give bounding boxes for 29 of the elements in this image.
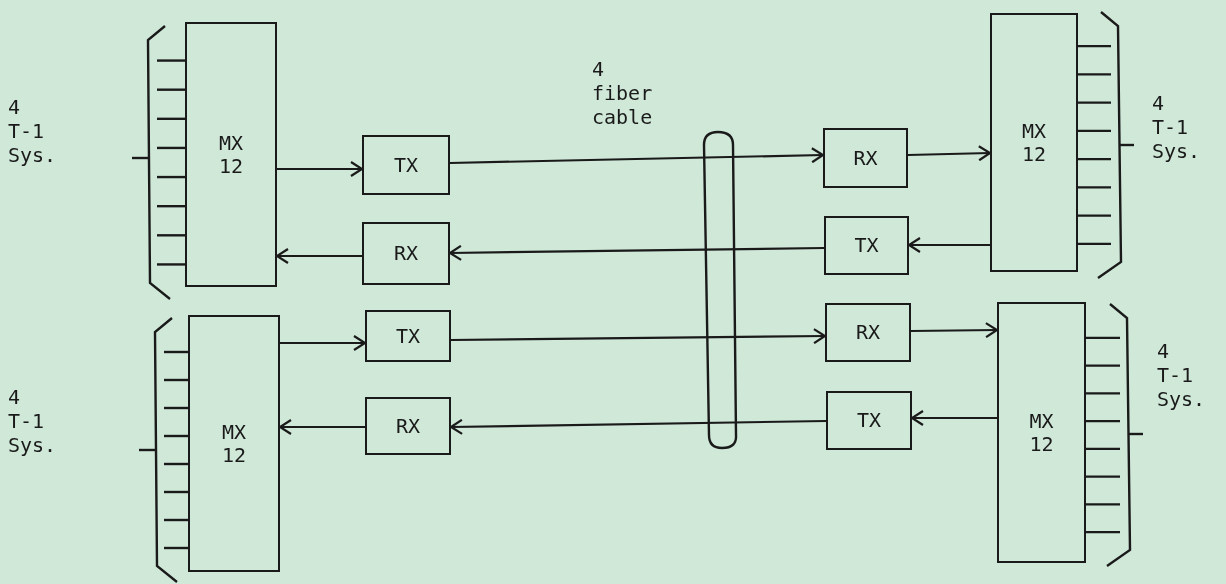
transceiver-box: TX xyxy=(362,135,450,195)
signal-arrow xyxy=(451,328,827,345)
multiplexer-box: MX 12 xyxy=(185,22,277,287)
signal-arrow xyxy=(449,418,826,435)
signal-arrow xyxy=(448,244,824,261)
signal-arrow xyxy=(907,236,990,254)
cable-label: 4 fiber cable xyxy=(592,57,654,129)
transceiver-box: RX xyxy=(825,303,911,362)
signal-arrow xyxy=(275,247,362,265)
signal-arrow xyxy=(280,334,367,352)
system-label: 4 T-1 Sys. xyxy=(8,385,58,457)
signal-arrow xyxy=(278,418,365,436)
system-label: 4 T-1 Sys. xyxy=(1157,339,1207,411)
signal-arrow xyxy=(907,145,992,162)
signal-arrow xyxy=(911,322,999,339)
transceiver-box: TX xyxy=(826,391,912,450)
multiplexer-box: MX 12 xyxy=(188,315,280,572)
multiplexer-box: MX 12 xyxy=(997,302,1086,563)
transceiver-box: RX xyxy=(365,397,451,455)
transceiver-box: RX xyxy=(362,222,450,285)
transceiver-box: TX xyxy=(365,310,451,362)
transceiver-box: RX xyxy=(823,128,908,188)
signal-arrow xyxy=(910,409,997,427)
system-label: 4 T-1 Sys. xyxy=(1152,91,1202,163)
signal-arrow xyxy=(449,147,825,165)
multiplexer-box: MX 12 xyxy=(990,13,1078,272)
system-label: 4 T-1 Sys. xyxy=(8,95,58,167)
signal-arrow xyxy=(277,160,364,178)
transceiver-box: TX xyxy=(824,216,909,275)
